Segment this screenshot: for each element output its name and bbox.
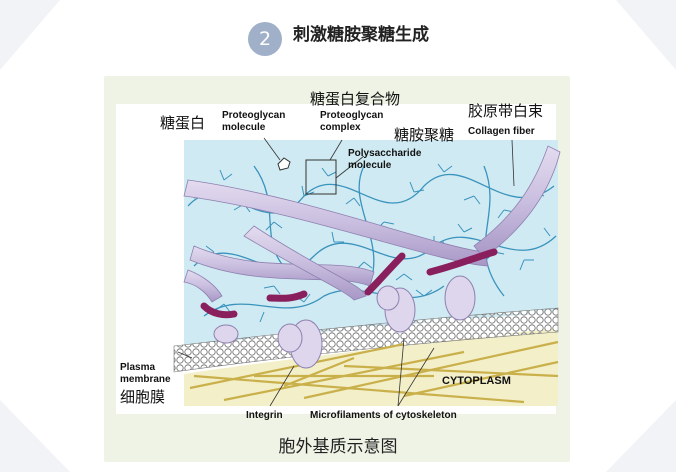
integrin-proteins	[213, 275, 476, 369]
figure-caption: 胞外基质示意图	[278, 437, 398, 457]
proteoglycan-complex-box	[305, 159, 337, 195]
microfilaments-label: Microfilaments of cytoskeleton	[310, 410, 457, 421]
cytoplasm-label: CYTOPLASM	[442, 375, 511, 387]
plasma-membrane-label-line1: Plasma	[120, 362, 155, 373]
polysaccharide-label-line2: molecule	[348, 160, 392, 171]
collagen-fiber-cn-label: 胶原带白束	[468, 102, 543, 120]
section-title: 刺激糖胺聚糖生成	[293, 25, 429, 45]
collagen-fiber-label: Collagen fiber	[468, 126, 535, 137]
fibronectin-segments	[200, 248, 498, 319]
integrin-label: Integrin	[246, 410, 283, 421]
plasma-membrane-cn-label: 细胞膜	[120, 388, 165, 406]
microfilaments	[189, 340, 559, 404]
proteoglycan-molecule-label-line1: Proteoglycan	[222, 110, 285, 121]
proteoglycan-molecule-cn-label: 糖蛋白	[160, 114, 205, 132]
extracellular-matrix-diagram: Proteoglycan molecule Proteoglycan compl…	[116, 90, 561, 421]
collagen-fibers	[183, 145, 561, 303]
proteoglycan-complex-label-line2: complex	[320, 122, 361, 133]
leader-lines	[177, 137, 515, 407]
step-number-badge: 2	[248, 22, 282, 56]
plasma-membrane-label-line2: membrane	[120, 374, 171, 385]
proteoglycan-complex-label-line1: Proteoglycan	[320, 110, 383, 121]
polysaccharide-cn-label: 糖胺聚糖	[394, 126, 454, 144]
proteoglycan-molecule-marker	[277, 157, 291, 171]
step-number: 2	[258, 28, 272, 50]
proteoglycan-complex-cn-label: 糖蛋白复合物	[310, 90, 400, 108]
polysaccharide-label-line1: Polysaccharide	[348, 148, 422, 159]
proteoglycan-molecule-label-line2: molecule	[222, 122, 266, 133]
